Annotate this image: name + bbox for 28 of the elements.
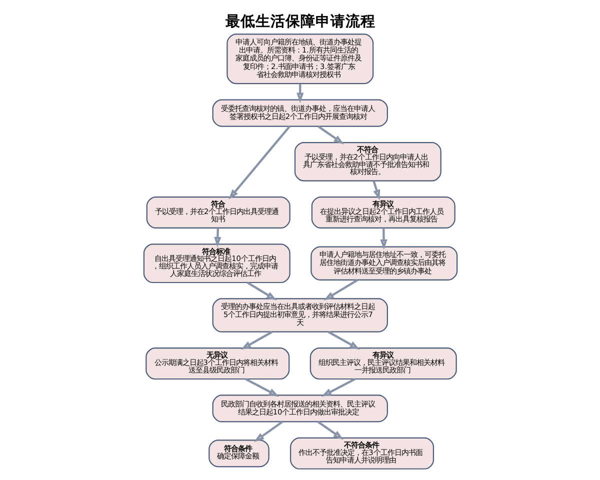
arrow (320, 378, 355, 396)
arrow (328, 330, 360, 350)
node-box: 符合标准 自出具受理通知书之日起10个工作日内，组织工作人员入户调查核实，完成申请人家庭生活状况综合评估工作 (142, 243, 290, 283)
node-box: 不符合 予以受理，并在2个工作日内向申请人出具广东省社会救助申请不予批准告知书和核对报告。 (294, 141, 441, 181)
diagram-title: 最低生活保障申请流程 (225, 12, 376, 30)
arrow (240, 330, 272, 350)
arrow (244, 378, 279, 396)
arrow (380, 228, 387, 250)
node-box: 不符合条件 作出不予批准决定，在3个工作日内书面告知申请人并说明理由 (290, 436, 434, 469)
node-box: 申请人户籍地与居住地址不一致，可委托居住地街道办事处入户调查核实后由其将评估材料送至受理的乡镇办事处 (310, 246, 458, 280)
arrow (323, 278, 358, 300)
arrow (214, 228, 221, 247)
arrow (317, 125, 344, 144)
arrow (253, 420, 283, 442)
arrow (296, 83, 304, 103)
node-box: 民政部门自收到各村居报送的相关资料、民主评议结果之日起10个工作日内做出审批决定 (212, 394, 388, 422)
arrow (228, 125, 290, 200)
node-box: 申请人可向户籍所在地镇、街道办事处提出申请。所需资料：1.所有共同生活的家庭成员的户口簿、身份证等证件原件及复印件；2.书面申请书；3.签署广东省社会救助申请核对授权书 (226, 33, 374, 84)
node-box: 受理的办事处应当在出具或者收到评估材料之日起5个工作日内提出初审意见，并将结果进行公示7天 (212, 298, 388, 332)
arrow (316, 420, 344, 440)
node-box: 符合 予以受理，并在2个工作日内出具受理通知书 (146, 196, 290, 228)
node-box: 符合条件 确定保障金额 (208, 439, 269, 467)
node-box: 有异议 在提出异议之日起2个工作日内工作人员重新进行查询核对，再出具复核报告 (310, 196, 455, 228)
arrow (372, 180, 380, 200)
node-box: 无异议 公示期满之日起3个工作日内将相关材料送至县级民政部门 (145, 347, 290, 380)
node-box: 受委托查询核对的镇、街道办事处，应当在申请人签署授权书之日起2个工作日内开展查询核对 (212, 98, 388, 126)
node-box: 有异议 组织民主评议，民主评议结果和相关材料一并报送民政部门 (309, 347, 456, 380)
arrow (246, 281, 276, 300)
